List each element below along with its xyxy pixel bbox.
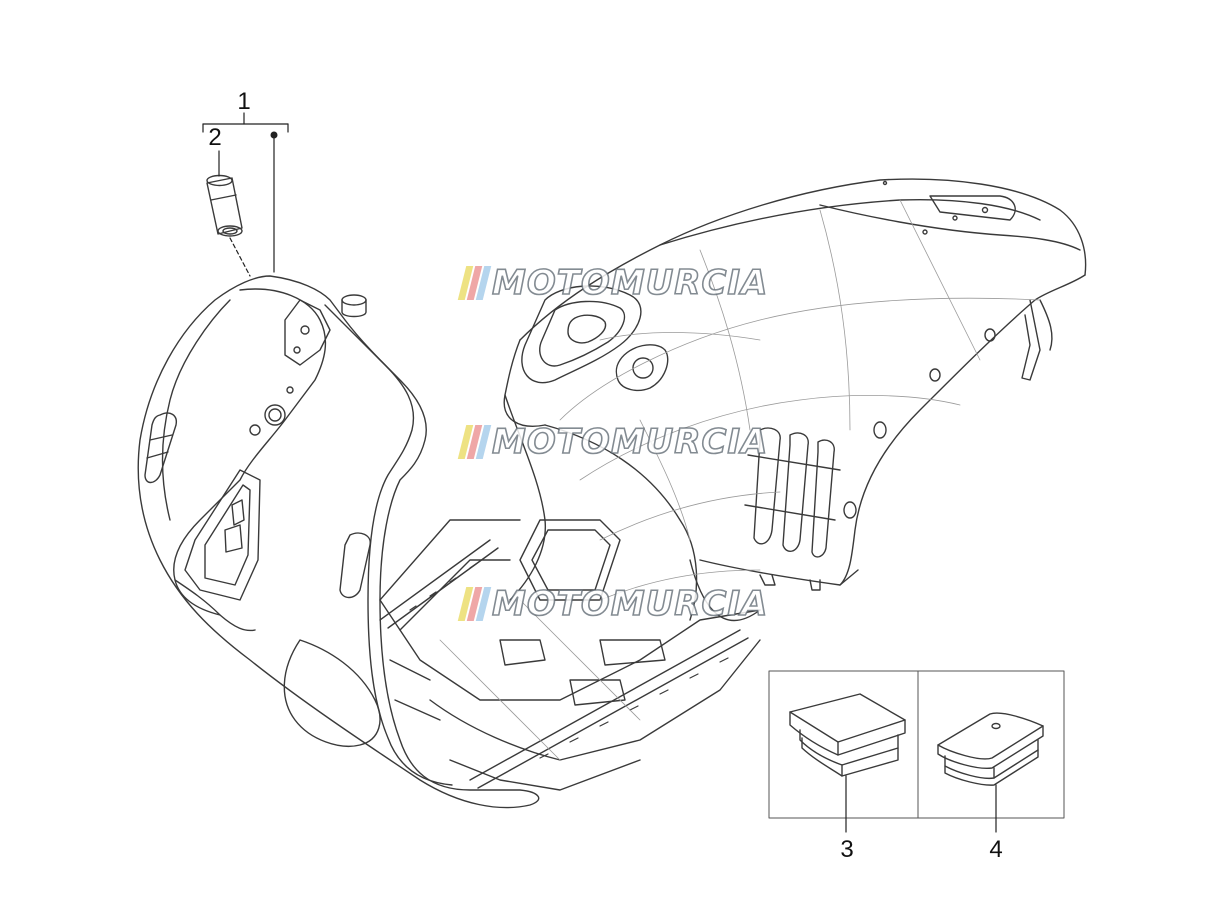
- watermark-text: MOTOMURCIA: [491, 263, 769, 303]
- callout-1: 1: [237, 88, 251, 115]
- sleeve-bushing-icon: [206, 174, 243, 237]
- watermark-bars-icon: [457, 425, 492, 459]
- callout-3: 3: [840, 836, 854, 863]
- watermark-text: MOTOMURCIA: [491, 422, 769, 462]
- watermark-logo: MOTOMURCIA: [457, 583, 769, 625]
- callout-4: 4: [989, 836, 1003, 863]
- watermark-bars-icon: [457, 266, 492, 300]
- watermark-text: MOTOMURCIA: [491, 584, 769, 624]
- oval-rubber-plug-icon: [937, 712, 1044, 786]
- scooter-body-frame-icon: [379, 178, 1087, 791]
- inset-box: [768, 670, 1065, 819]
- watermark-logo: MOTOMURCIA: [457, 421, 769, 463]
- side-vent-icon: [744, 427, 841, 558]
- watermark-logo: MOTOMURCIA: [457, 262, 769, 304]
- callout-leaders: [202, 112, 289, 277]
- construction-lines: [439, 199, 1041, 761]
- callout-dot: [270, 131, 278, 139]
- watermark-bars-icon: [457, 587, 492, 621]
- front-leg-shield-icon: [137, 275, 540, 809]
- square-rubber-plug-icon: [789, 693, 906, 777]
- callout-2: 2: [208, 124, 222, 151]
